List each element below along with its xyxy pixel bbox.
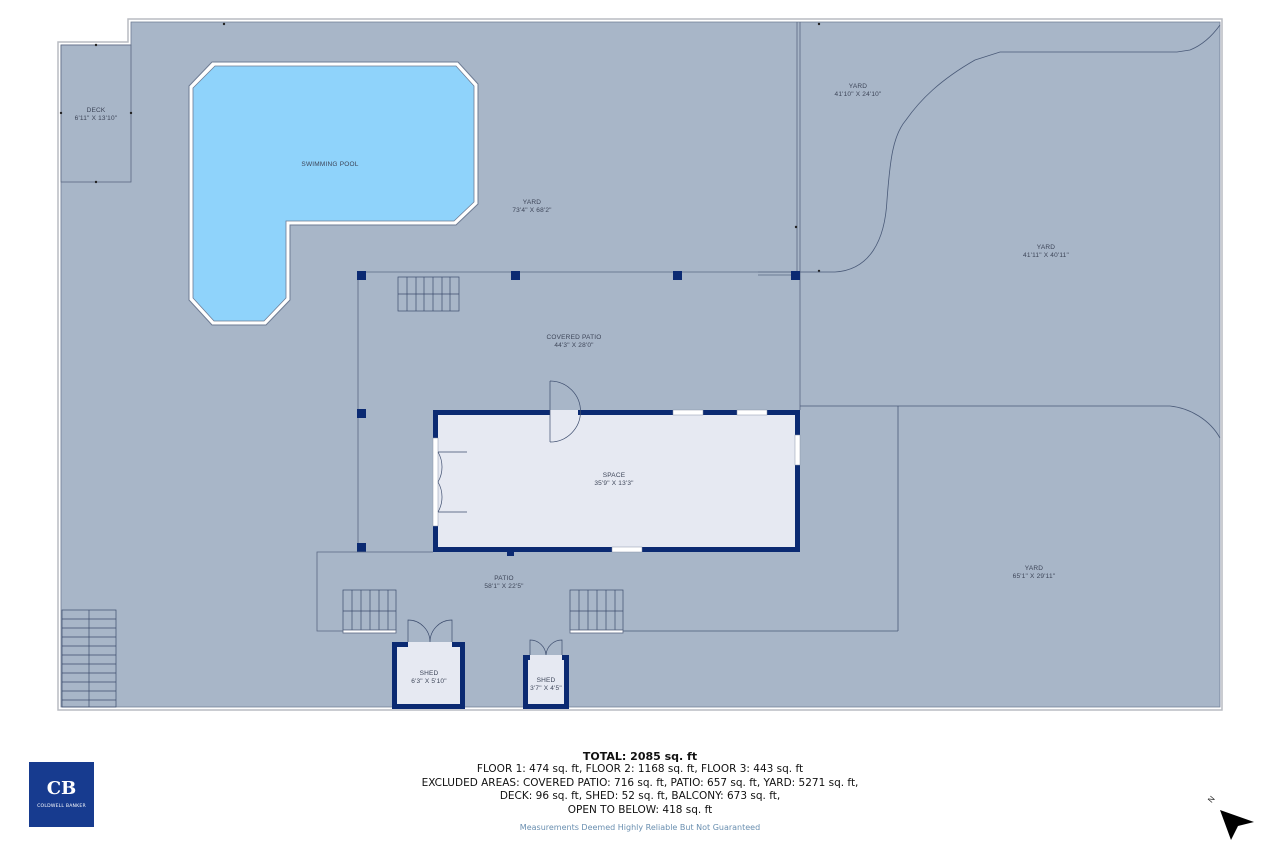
covered-patio <box>357 271 801 552</box>
swimming-pool <box>188 61 479 326</box>
patio-area <box>316 551 624 634</box>
svg-text:41'11" X 40'11": 41'11" X 40'11" <box>1023 252 1069 259</box>
interior-space <box>432 380 801 556</box>
svg-text:65'1" X 29'11": 65'1" X 29'11" <box>1013 573 1056 580</box>
room-labels: DECK 6'11" X 13'10" SWIMMING POOL YARD 7… <box>75 83 1070 692</box>
stairs-icon <box>397 276 460 312</box>
svg-text:6'11" X 13'10": 6'11" X 13'10" <box>75 115 118 122</box>
disclaimer: Measurements Deemed Highly Reliable But … <box>519 823 761 832</box>
label-pool: SWIMMING POOL <box>301 161 358 168</box>
label-yard-se: YARD <box>1025 565 1043 572</box>
shed-2 <box>523 639 569 709</box>
east-yard-lines <box>620 405 1221 632</box>
brand-name: COLDWELL BANKER <box>37 804 86 809</box>
deck-area <box>59 43 133 184</box>
cb-mark-icon: CB <box>46 778 77 799</box>
svg-text:58'1" X 22'5": 58'1" X 22'5" <box>484 583 524 590</box>
svg-text:73'4" X 68'2": 73'4" X 68'2" <box>512 207 552 214</box>
label-yard-e: YARD <box>1037 244 1055 251</box>
label-covered-patio: COVERED PATIO <box>546 334 601 341</box>
stairs-icon <box>61 609 117 708</box>
excluded-areas-2: DECK: 96 sq. ft, SHED: 52 sq. ft, BALCON… <box>499 790 781 802</box>
label-yard-ne: YARD <box>849 83 867 90</box>
svg-text:44'3" X 28'0": 44'3" X 28'0" <box>554 342 594 349</box>
label-patio: PATIO <box>494 575 514 582</box>
svg-text:6'3" X 5'10": 6'3" X 5'10" <box>411 678 447 685</box>
excluded-areas-3: OPEN TO BELOW: 418 sq. ft <box>567 803 713 816</box>
label-shed-1: SHED <box>420 670 439 677</box>
svg-text:N: N <box>1206 794 1217 804</box>
north-arrow-icon: N <box>1206 794 1254 840</box>
svg-text:3'7" X 4'5": 3'7" X 4'5" <box>530 685 562 692</box>
floor-areas: FLOOR 1: 474 sq. ft, FLOOR 2: 1168 sq. f… <box>476 763 804 775</box>
yard-curve-north <box>800 24 1221 273</box>
coldwell-banker-logo: CB COLDWELL BANKER <box>29 762 94 827</box>
floor-plan: DECK 6'11" X 13'10" SWIMMING POOL YARD 7… <box>57 18 1223 711</box>
area-summary: TOTAL: 2085 sq. ft FLOOR 1: 474 sq. ft, … <box>340 750 940 817</box>
svg-text:35'9" X 13'3": 35'9" X 13'3" <box>594 480 634 487</box>
label-space: SPACE <box>603 472 626 479</box>
shed-1 <box>392 619 465 709</box>
label-yard-main: YARD <box>523 199 541 206</box>
label-shed-2: SHED <box>537 677 556 684</box>
total-area: TOTAL: 2085 sq. ft <box>582 750 698 763</box>
svg-text:41'10" X 24'10": 41'10" X 24'10" <box>835 91 882 98</box>
excluded-areas-1: EXCLUDED AREAS: COVERED PATIO: 716 sq. f… <box>421 776 859 789</box>
label-deck: DECK <box>87 107 106 114</box>
